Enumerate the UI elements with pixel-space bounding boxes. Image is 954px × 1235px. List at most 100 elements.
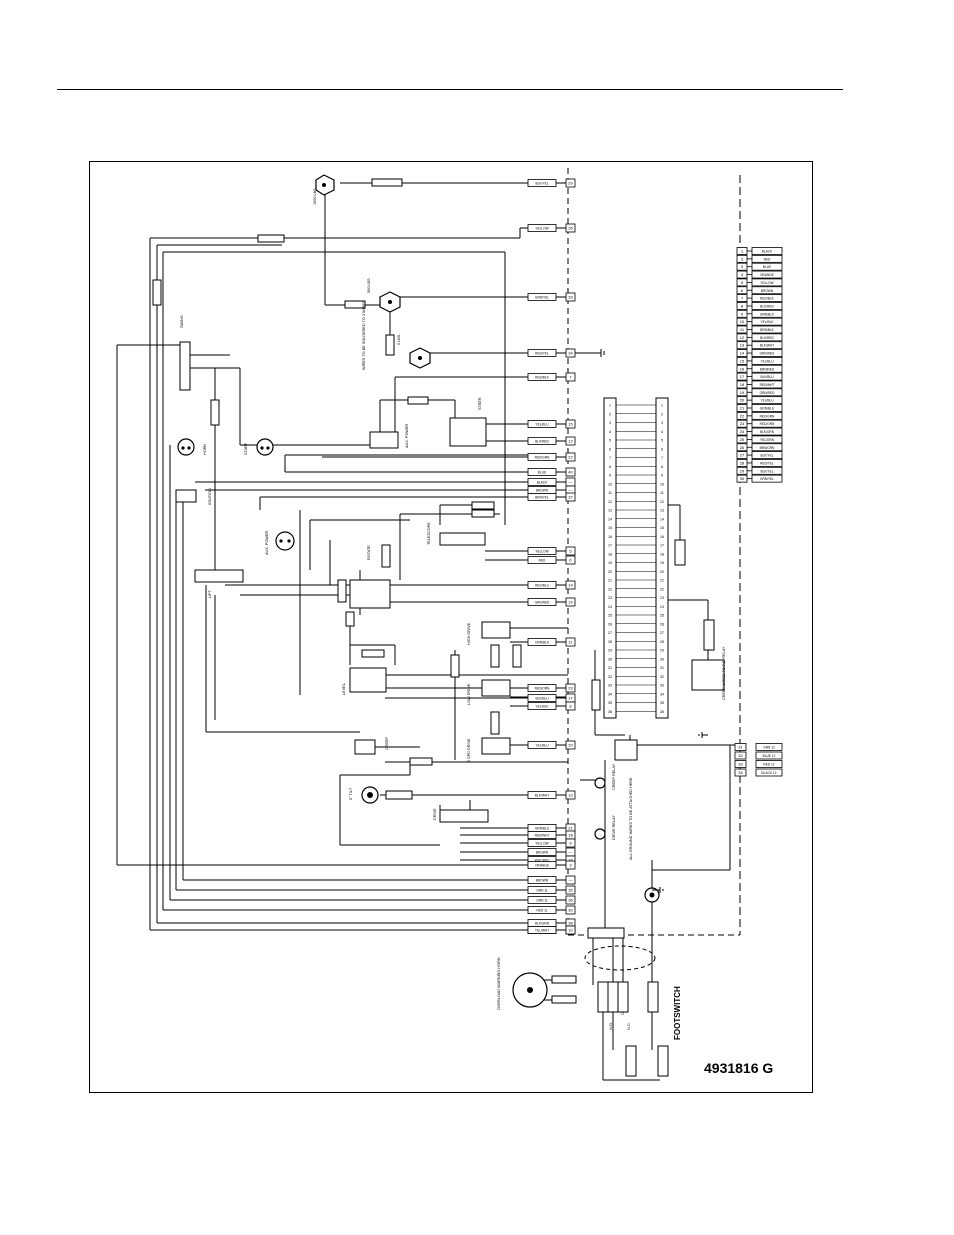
wire-tag [527, 702, 557, 710]
ignition-connector [175, 489, 197, 503]
terminal-number: 4 [741, 272, 744, 277]
strip-row-number: 29 [660, 649, 664, 653]
terminal-number: 2 [741, 256, 744, 261]
overload-horn-label: OVERLOAD WARNING HORN [497, 957, 501, 1010]
wire-number: 17 [568, 696, 573, 701]
wire-number: — [569, 488, 573, 493]
center-terminal-strip [603, 397, 669, 719]
terminal-number: 25 [740, 437, 745, 442]
terminal-number: 14 [740, 351, 745, 356]
five-deg-tilt-label: 5° TILT [349, 787, 353, 800]
strip-row-number: 35 [608, 701, 612, 705]
wire-number-box [565, 701, 576, 711]
terminal-color-label: RED 12 [763, 763, 774, 767]
wire-color-label: GRN 11 [536, 899, 548, 903]
strip-row-number: 2 [609, 412, 611, 416]
strip-row-number: 10 [608, 482, 612, 486]
wire-number: 35 [568, 888, 573, 893]
wire-number: 5 [569, 549, 572, 554]
terminal-number: 34 [738, 770, 743, 775]
wire-tag [527, 684, 557, 692]
wire-number: 21 [568, 826, 573, 831]
wire-number-box [565, 419, 576, 429]
wire-color-label: GRN/YEL [535, 296, 549, 300]
terminal-color-tag [755, 768, 783, 777]
terminal-number: 12 [740, 335, 745, 340]
swing-connector [179, 341, 191, 391]
relay-block [614, 739, 638, 761]
terminal-color-label: BLK/RED [760, 336, 774, 340]
terminal-number: 1 [741, 249, 744, 254]
terminal-color-label: YEL/BLK [761, 320, 775, 324]
wire-color-label: ORN/BLK [535, 641, 550, 645]
wire-number-box [565, 292, 576, 302]
strip-row-number: 33 [608, 684, 612, 688]
wire-number-box [565, 372, 576, 382]
lift-connector [194, 569, 244, 583]
strip-row-number: 34 [660, 692, 664, 696]
wire-color-label: BROWN [536, 489, 549, 493]
low-drive-label: LOW DRIVE [467, 683, 471, 705]
terminal-number: 6 [741, 288, 744, 293]
strip-row-number: 18 [660, 552, 664, 556]
wire-color-label: YEL/WHT [535, 929, 549, 933]
wire-color-label: RED/ORN [535, 687, 550, 691]
level-connector [349, 667, 387, 693]
terminal-number-box [734, 760, 747, 768]
wire-tag [527, 926, 557, 934]
strip-row-number: 32 [608, 675, 612, 679]
terminal-color-label: BLK/ORN [760, 430, 775, 434]
wire-color-label: YEL/BLK [536, 705, 550, 709]
wire-number: 23 [568, 686, 573, 691]
wire-color-label: BLUE [538, 471, 546, 475]
strip-row-number: 15 [660, 526, 664, 530]
strip-row-number: 16 [608, 535, 612, 539]
terminal-number: 28 [740, 460, 745, 465]
wire-number: — [569, 480, 573, 485]
wire-color-label: RED/WHT [535, 834, 550, 838]
wire-color-label: BLK/RED [535, 440, 549, 444]
terminal-number: 19 [740, 390, 745, 395]
wire-color-label: GRN 11 [536, 889, 548, 893]
wire-number-box [565, 436, 576, 446]
strip-row-number: 22 [660, 587, 664, 591]
strip-row-number: 16 [660, 535, 664, 539]
strip-row-number: 30 [608, 657, 612, 661]
wire-number: 15 [568, 422, 573, 427]
terminal-color-label: BLK/YEL [761, 469, 774, 473]
wire-color-label: YELLOW [535, 550, 548, 554]
strip-row-number: 11 [660, 491, 664, 495]
strip-row-number: 31 [608, 666, 612, 670]
wire-number-box [565, 467, 576, 477]
wire-number-box [565, 348, 576, 358]
terminal-color-label: RED/GRN [760, 414, 775, 418]
strip-row-number: 35 [660, 701, 664, 705]
wire-tag [527, 293, 557, 301]
wire-number: 37 [568, 495, 573, 500]
terminal-color-label: BLK/WHT [760, 344, 774, 348]
wire-number: 29 [568, 181, 573, 186]
low-drive-connector [481, 679, 511, 697]
creep-relay-icon [594, 777, 606, 789]
wire-tag [527, 179, 557, 187]
wire-number-box [565, 895, 576, 905]
terminal-color-label: RED [764, 257, 771, 261]
wire-color-label: YEL/BLU [535, 423, 549, 427]
header-rule [57, 89, 843, 90]
wire-number: 36 [568, 898, 573, 903]
wire-color-label: RED/GRN [535, 456, 550, 460]
creep-label: CREEP [385, 736, 389, 750]
wire-number-box [565, 875, 576, 885]
strip-row-number: 19 [660, 561, 664, 565]
terminal-number: 18 [740, 382, 745, 387]
two-spd-drive-connector [481, 737, 511, 755]
wire-color-label: GRN/BLU [535, 827, 550, 831]
wire-number-box [565, 580, 576, 590]
telescope-connector [439, 532, 486, 546]
terminal-number: 30 [740, 476, 745, 481]
wire-number: 19 [568, 600, 573, 605]
swing-label: SWING [180, 315, 184, 328]
note-creep-wires-label: CREEP WIRES TO F.S. RELAY [722, 646, 726, 700]
lbs-1000-label: 1000 LBS. [313, 187, 317, 205]
strip-row-number: 24 [608, 605, 612, 609]
